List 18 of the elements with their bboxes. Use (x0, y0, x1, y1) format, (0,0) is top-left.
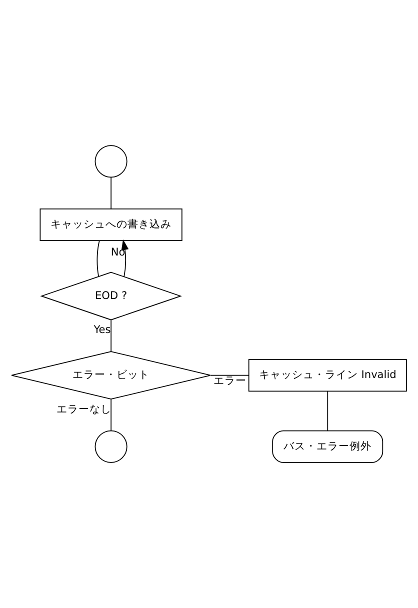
node-box: キャッシュ・ライン Invalid (248, 359, 407, 392)
connector (110, 177, 112, 210)
edge-label: No (110, 246, 126, 258)
connector (110, 320, 112, 352)
node-circle (94, 430, 128, 463)
connector (96, 240, 100, 277)
connector (327, 390, 328, 432)
connector (110, 398, 112, 431)
edge-label: エラー (213, 374, 246, 387)
node-box: バス・エラー例外 (272, 430, 384, 463)
edge-label: エラーなし (56, 403, 112, 416)
connector (210, 374, 250, 376)
node-diamond: EOD ? (40, 272, 182, 320)
arrow (121, 239, 129, 278)
node-box: キャッシュへの書き込み (40, 208, 182, 242)
node-diamond: エラー・ビット (11, 351, 211, 400)
node-circle (94, 145, 128, 178)
edge-label: Yes (94, 324, 111, 336)
